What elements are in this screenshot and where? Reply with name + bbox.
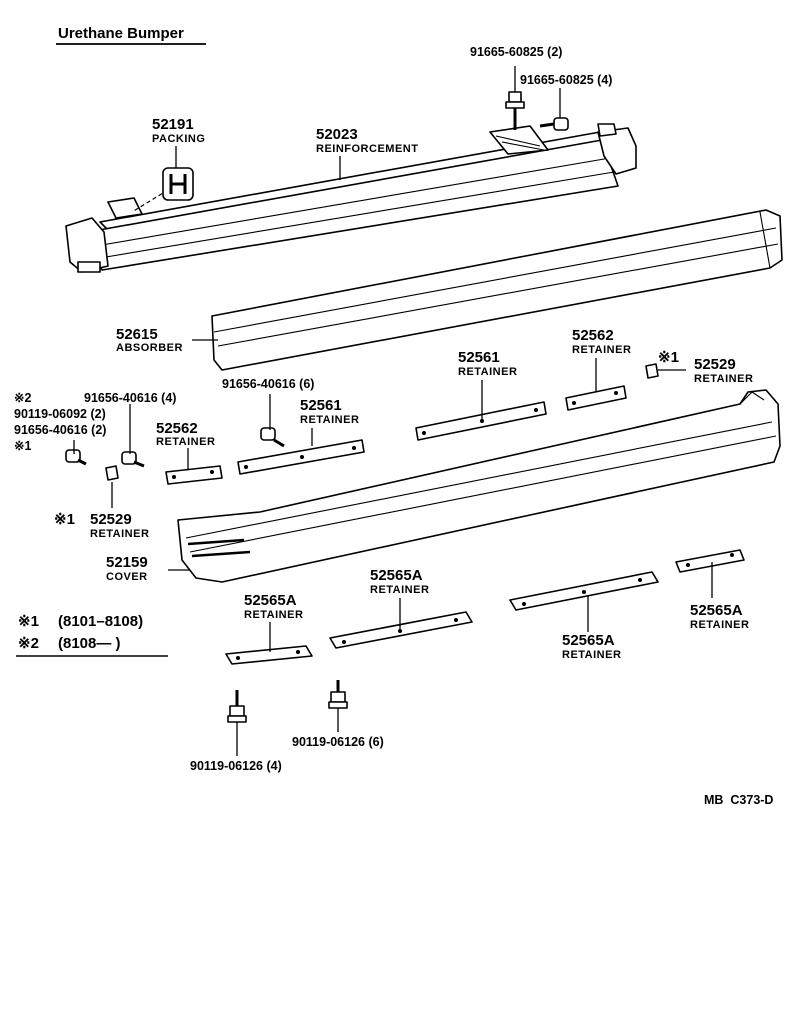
left-group-mark-bottom: ※1 <box>14 439 31 453</box>
legend-2-mark: ※2 <box>18 635 39 652</box>
absorber-part <box>211 209 783 371</box>
part-52561a-name: RETAINER <box>300 414 359 426</box>
part-52565a4-number: 52565A <box>690 602 743 619</box>
bolt-91665-side <box>539 117 569 131</box>
legend-1-mark: ※1 <box>18 613 39 630</box>
fastener-label-3: 91656-40616 (4) <box>84 391 176 405</box>
diagram-title: Urethane Bumper <box>58 25 184 42</box>
retainer-52561-left <box>237 439 365 475</box>
part-52561b-name: RETAINER <box>458 366 517 378</box>
retainer-52565a-center-right <box>509 571 659 611</box>
legend-1-range: (8101–8108) <box>58 613 143 630</box>
left-group-mark-top: ※2 <box>14 391 31 405</box>
screw-left-b <box>121 451 145 468</box>
part-52565a4-name: RETAINER <box>690 619 749 631</box>
screw-left-a <box>65 449 87 466</box>
part-52562b-number: 52562 <box>572 327 614 344</box>
retainer-52565a-far-right <box>675 549 745 573</box>
part-52191-name: PACKING <box>152 133 205 145</box>
retainer-52561-right <box>415 401 547 441</box>
fastener-label-5: 90119-06126 (6) <box>292 735 384 749</box>
part-52191-number: 52191 <box>152 116 194 133</box>
left-group-line2: 91656-40616 (2) <box>14 423 106 437</box>
part-52565a3-number: 52565A <box>562 632 615 649</box>
part-52562b-name: RETAINER <box>572 344 631 356</box>
part-52529b-mark: ※1 <box>658 349 679 366</box>
cover-part <box>177 389 781 583</box>
fastener-label-4: 91656-40616 (6) <box>222 377 314 391</box>
part-52565a2-name: RETAINER <box>370 584 429 596</box>
part-52562a-number: 52562 <box>156 420 198 437</box>
left-group-line1: 90119-06092 (2) <box>14 407 106 421</box>
part-52529a-name: RETAINER <box>90 528 149 540</box>
part-52565a1-name: RETAINER <box>244 609 303 621</box>
part-52561b-number: 52561 <box>458 349 500 366</box>
part-52565a2-number: 52565A <box>370 567 423 584</box>
bolt-90119-right <box>328 680 348 709</box>
retainer-52562-right <box>565 385 627 411</box>
retainer-52529-left-clip <box>105 465 119 481</box>
part-52561a-number: 52561 <box>300 397 342 414</box>
part-52159-number: 52159 <box>106 554 148 571</box>
fastener-label-6: 90119-06126 (4) <box>190 759 282 773</box>
legend-2-range: (8108— ) <box>58 635 121 652</box>
retainer-52562-left <box>165 465 223 485</box>
part-52529a-mark: ※1 <box>54 511 75 528</box>
part-52529a-number: 52529 <box>90 511 132 528</box>
screw-91656-mid <box>260 427 285 448</box>
fastener-label-2: 91665-60825 (4) <box>520 73 612 87</box>
part-52565a3-name: RETAINER <box>562 649 621 661</box>
fastener-label-1: 91665-60825 (2) <box>470 45 562 59</box>
part-52565a1-number: 52565A <box>244 592 297 609</box>
retainer-52529-right-clip <box>645 363 659 379</box>
part-52529b-number: 52529 <box>694 356 736 373</box>
reinforcement-part <box>65 123 637 273</box>
part-52615-name: ABSORBER <box>116 342 183 354</box>
packing-part <box>162 167 194 201</box>
bolt-91665-top <box>505 91 525 130</box>
part-52615-number: 52615 <box>116 326 158 343</box>
footer-code: MB C373-D <box>704 793 773 807</box>
part-52562a-name: RETAINER <box>156 436 215 448</box>
part-52159-name: COVER <box>106 571 148 583</box>
part-52529b-name: RETAINER <box>694 373 753 385</box>
part-52023-name: REINFORCEMENT <box>316 143 418 155</box>
retainer-52565a-center-left <box>329 611 473 649</box>
retainer-52565a-far-left <box>225 645 313 665</box>
part-52023-number: 52023 <box>316 126 358 143</box>
bolt-90119-left <box>227 690 247 723</box>
